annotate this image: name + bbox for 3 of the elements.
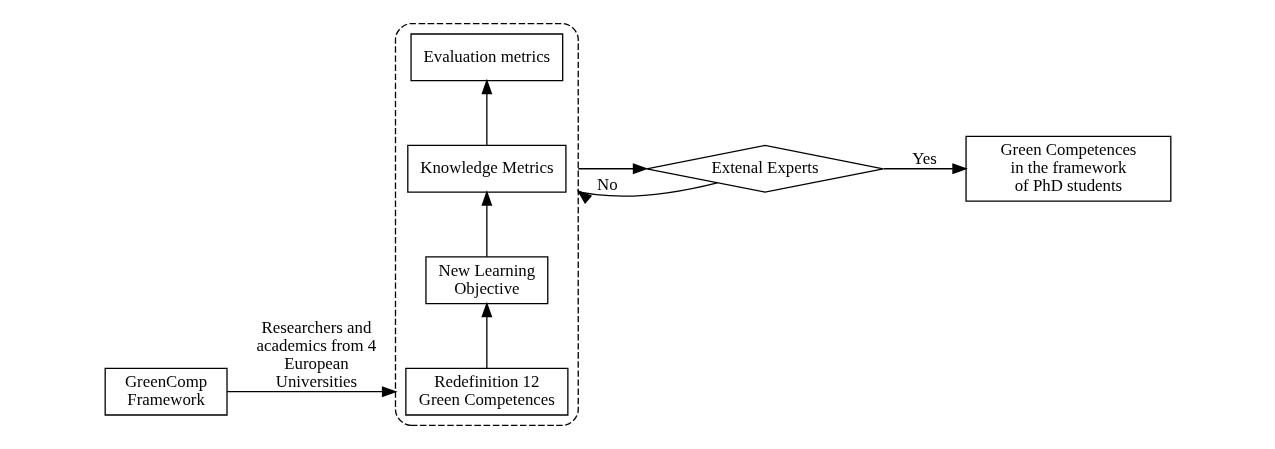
edge-label: Researchers and academics from 4 European Universities	[256, 317, 376, 392]
edge-label: Yes	[911, 149, 937, 169]
edge-label: No	[596, 175, 618, 195]
